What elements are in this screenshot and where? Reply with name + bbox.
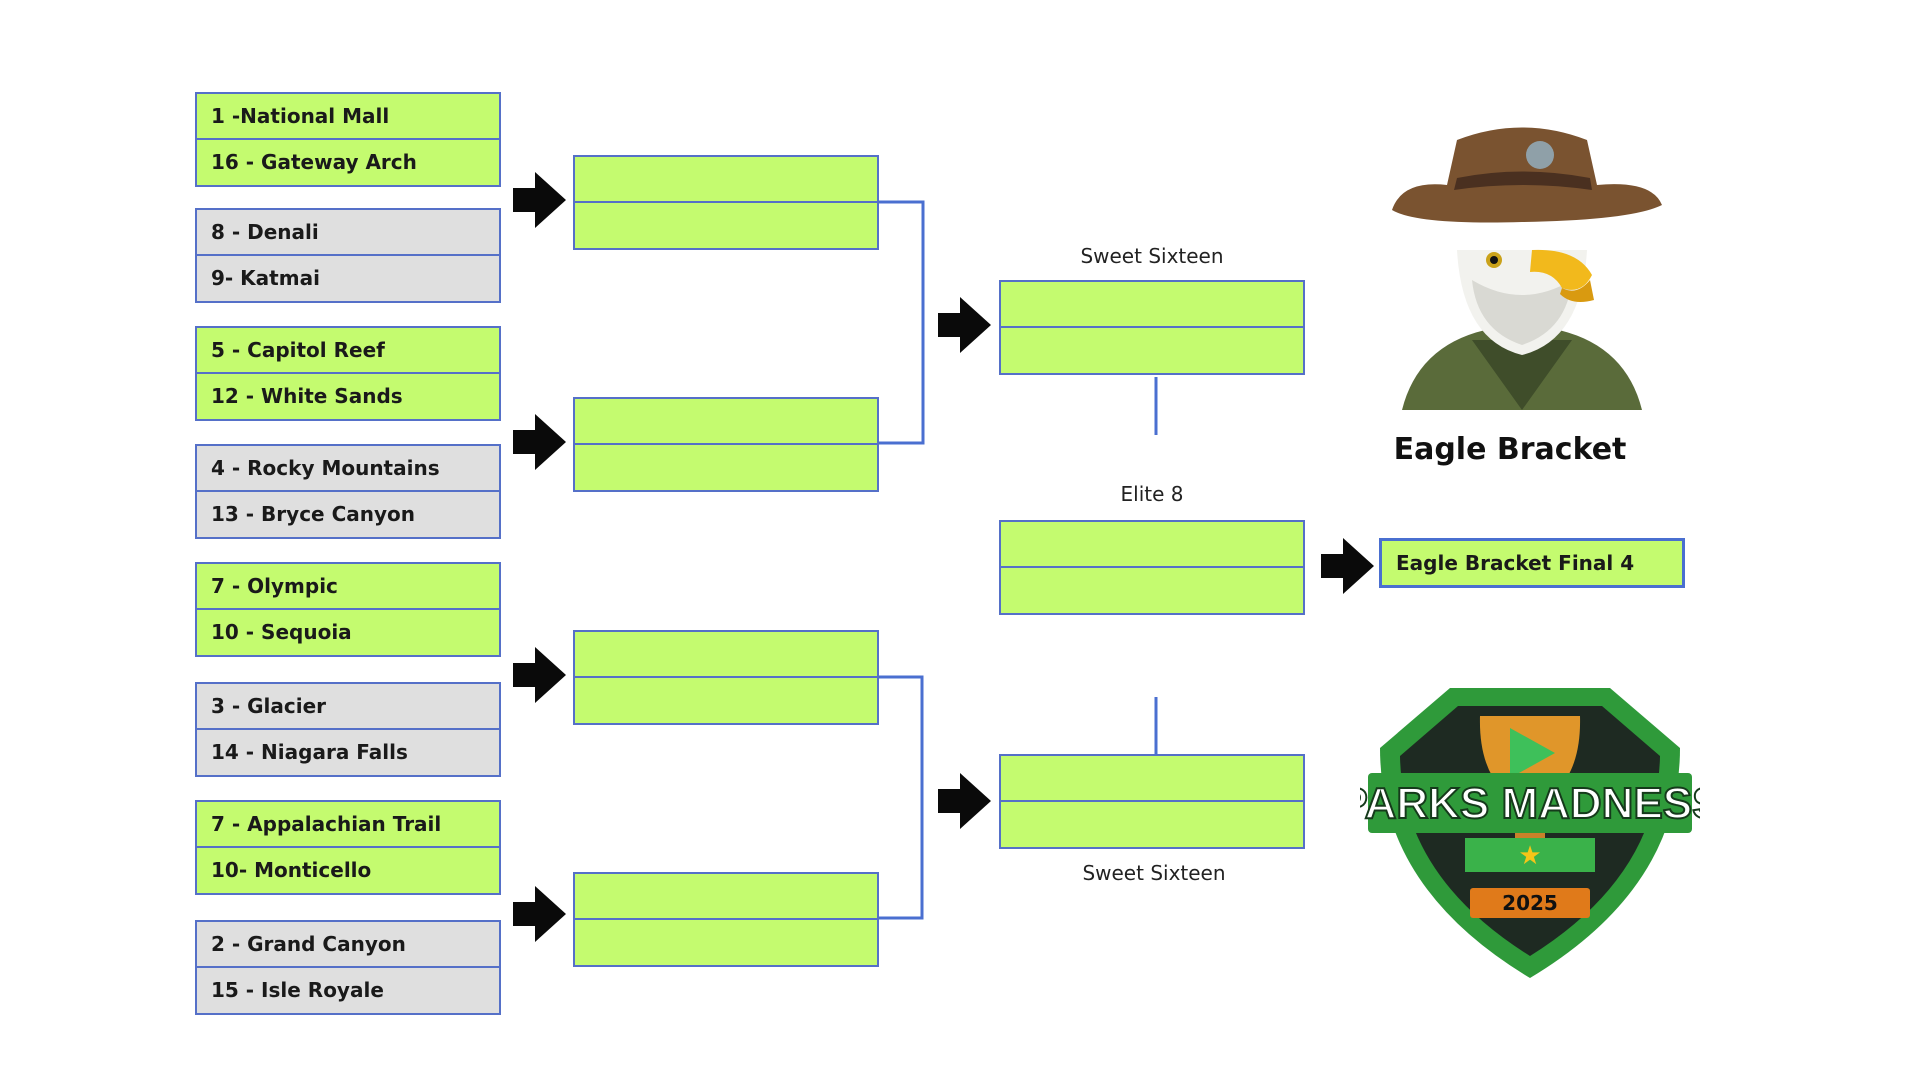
parks-madness-logo: PARKS MADNESS ★ 2025 <box>1360 688 1700 978</box>
team-slot: 10 - Sequoia <box>211 620 352 645</box>
team-slot: 5 - Capitol Reef <box>197 328 499 374</box>
empty-slot <box>1001 522 1303 568</box>
matchup-3: 5 - Capitol Reef 12 - White Sands <box>195 326 501 421</box>
sweet-sixteen-top-label: Sweet Sixteen <box>1080 244 1224 268</box>
sweet-sixteen-bottom-box <box>999 754 1305 849</box>
matchup-1: 1 -National Mall 16 - Gateway Arch <box>195 92 501 187</box>
team-slot: 12 - White Sands <box>211 384 403 409</box>
logo-brand-text: PARKS MADNESS <box>1360 779 1700 828</box>
logo-year: 2025 <box>1502 891 1558 915</box>
bracket-title: Eagle Bracket <box>1393 432 1627 467</box>
matchup-7: 7 - Appalachian Trail 10- Monticello <box>195 800 501 895</box>
star-icon: ★ <box>1518 841 1541 871</box>
round2-box-2 <box>573 397 879 492</box>
team-slot: 2 - Grand Canyon <box>197 922 499 968</box>
team-slot: 3 - Glacier <box>197 684 499 730</box>
matchup-8: 2 - Grand Canyon 15 - Isle Royale <box>195 920 501 1015</box>
arrow-right-icon <box>1321 538 1374 594</box>
elite-8-label: Elite 8 <box>1120 482 1184 506</box>
final-four-box: Eagle Bracket Final 4 <box>1379 538 1685 588</box>
arrow-right-icon <box>513 647 566 703</box>
round2-box-3 <box>573 630 879 725</box>
matchup-2: 8 - Denali 9- Katmai <box>195 208 501 303</box>
empty-slot <box>575 632 877 678</box>
empty-slot <box>575 157 877 203</box>
empty-slot <box>575 399 877 445</box>
elite-8-box <box>999 520 1305 615</box>
arrow-right-icon <box>513 172 566 228</box>
team-slot: 13 - Bryce Canyon <box>211 502 416 527</box>
matchup-5: 7 - Olympic 10 - Sequoia <box>195 562 501 657</box>
sweet-sixteen-bottom-label: Sweet Sixteen <box>1082 861 1226 885</box>
team-slot: 15 - Isle Royale <box>211 978 384 1003</box>
team-slot: 9- Katmai <box>211 266 320 291</box>
matchup-4: 4 - Rocky Mountains 13 - Bryce Canyon <box>195 444 501 539</box>
team-slot: 4 - Rocky Mountains <box>197 446 499 492</box>
empty-slot <box>575 874 877 920</box>
team-slot: 7 - Appalachian Trail <box>197 802 499 848</box>
team-slot: 7 - Olympic <box>197 564 499 610</box>
team-slot: 8 - Denali <box>197 210 499 256</box>
team-slot: 14 - Niagara Falls <box>211 740 408 765</box>
arrow-right-icon <box>938 297 991 353</box>
arrow-right-icon <box>938 773 991 829</box>
team-slot: 10- Monticello <box>211 858 372 883</box>
sweet-sixteen-top-box <box>999 280 1305 375</box>
connector-line <box>879 675 924 920</box>
arrow-right-icon <box>513 414 566 470</box>
round2-box-4 <box>573 872 879 967</box>
connector-line <box>879 200 925 445</box>
eagle-mascot-illustration <box>1392 127 1662 410</box>
round2-box-1 <box>573 155 879 250</box>
team-slot: 16 - Gateway Arch <box>211 150 417 175</box>
empty-slot <box>1001 282 1303 328</box>
empty-slot <box>1001 756 1303 802</box>
matchup-6: 3 - Glacier 14 - Niagara Falls <box>195 682 501 777</box>
team-slot: 1 -National Mall <box>197 94 499 140</box>
arrow-right-icon <box>513 886 566 942</box>
